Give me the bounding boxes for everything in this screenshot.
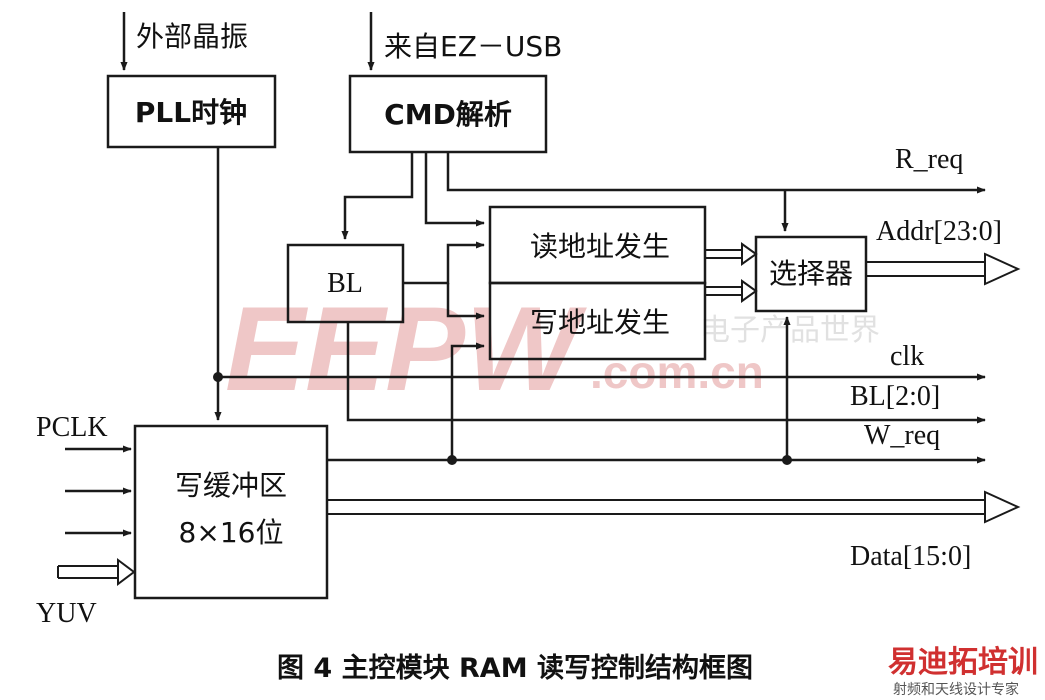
write-to-selector-bus [705, 279, 758, 303]
pclk-label: PCLK [36, 412, 108, 443]
write-address-label: 写地址发生 [530, 306, 670, 339]
write-buffer-size: 8×16位 [179, 516, 284, 549]
pll-clock-block [106, 74, 277, 149]
read-to-selector-bus [705, 242, 758, 266]
write-buffer-block [133, 424, 329, 600]
bl-to-write-line [446, 283, 485, 320]
clk-label: clk [890, 341, 924, 372]
data-label: Data[15:0] [850, 541, 971, 572]
pll-clock-label: PLL时钟 [135, 96, 247, 129]
r-req-line [446, 152, 986, 194]
watermark-logo: EEPW [225, 282, 587, 416]
addr-label: Addr[23:0] [876, 216, 1002, 247]
bl-output-label: BL[2:0] [850, 381, 940, 412]
yuv-input-bus [57, 558, 136, 586]
brand-logo: 易迪拓培训 射频和天线设计专家 [888, 645, 1038, 698]
brand-name: 易迪拓培训 [888, 645, 1038, 680]
bl-to-read-line [403, 241, 485, 285]
watermark-tagline: 电子产品世界 [700, 313, 880, 348]
watermark: EEPW .com.cn 电子产品世界 [225, 282, 880, 416]
r-req-label: R_req [895, 144, 963, 175]
write-address-block [488, 281, 707, 361]
addr-output-bus [866, 252, 1021, 286]
selector-block [754, 235, 868, 313]
bl-label: BL [327, 268, 363, 299]
brand-subtitle: 射频和天线设计专家 [893, 681, 1019, 698]
cmd-to-read-line [424, 152, 485, 227]
watermark-site: .com.cn [590, 346, 764, 398]
figure-caption: 图 4 主控模块 RAM 读写控制结构框图 [277, 653, 753, 684]
yuv-label: YUV [36, 598, 97, 629]
write-buffer-label: 写缓冲区 [175, 469, 287, 502]
external-crystal-label: 外部晶振 [136, 20, 248, 53]
bl-output-line [346, 322, 986, 424]
w-req-to-write-line [450, 342, 485, 460]
cmd-parse-label: CMD解析 [384, 98, 512, 131]
w-req-label: W_req [864, 420, 940, 451]
data-output-bus [327, 490, 1021, 524]
selector-label: 选择器 [769, 257, 853, 290]
read-address-label: 读地址发生 [530, 230, 670, 263]
cmd-to-bl-line [341, 152, 414, 240]
ez-usb-label: 来自EZ－USB [384, 30, 562, 63]
